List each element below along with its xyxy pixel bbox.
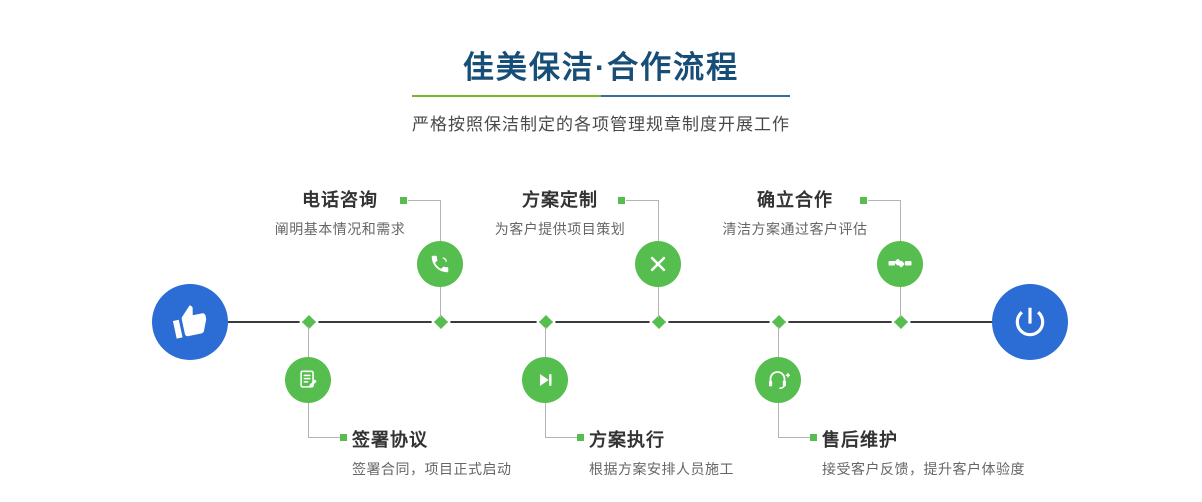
connector-line (658, 200, 659, 241)
step-plan-execute: 方案执行 根据方案安排人员施工 (589, 426, 839, 479)
connector-line (440, 287, 441, 318)
connector-dot (618, 197, 625, 204)
step-desc: 为客户提供项目策划 (494, 221, 626, 237)
step-desc: 根据方案安排人员施工 (589, 461, 734, 477)
connector-line (626, 200, 658, 201)
step-aftersales: 售后维护 接受客户反馈，提升客户体验度 (822, 426, 1072, 479)
pointing-hand-icon (172, 305, 207, 339)
connector-line (778, 327, 779, 357)
power-icon (1015, 307, 1045, 337)
step-node-plan (635, 241, 681, 287)
timeline-diamond (769, 312, 789, 332)
connector-line (900, 287, 901, 318)
timeline-diamond (536, 312, 556, 332)
connector-line (545, 327, 546, 357)
step-label: 电话咨询 (302, 190, 378, 210)
step-desc: 阐明基本情况和需求 (274, 221, 406, 237)
step-node-phone (417, 241, 463, 287)
document-sign-icon (300, 370, 317, 388)
connector-line (658, 287, 659, 318)
step-label: 确立合作 (757, 190, 833, 210)
timeline-diamond (431, 312, 451, 332)
timeline-end-circle (992, 284, 1068, 360)
connector-line (408, 200, 440, 201)
connector-dot (400, 197, 407, 204)
connector-dot (340, 434, 347, 441)
connector-line (778, 437, 810, 438)
connector-line (868, 200, 900, 201)
title-divider (412, 95, 790, 97)
step-desc: 签署合同，项目正式启动 (352, 461, 512, 477)
connector-line (308, 403, 309, 437)
timeline-diamond (299, 312, 319, 332)
step-label: 方案定制 (522, 190, 598, 210)
divider-green-segment (412, 95, 601, 97)
page-subtitle: 严格按照保洁制定的各项管理规章制度开展工作 (412, 115, 790, 134)
step-desc: 清洁方案通过客户评估 (722, 221, 868, 237)
step-node-cooperate (877, 241, 923, 287)
connector-line (440, 200, 441, 241)
step-label: 售后维护 (822, 430, 898, 450)
connector-dot (860, 197, 867, 204)
timeline-diamond (891, 312, 911, 332)
step-node-execute (522, 357, 568, 403)
connector-line (308, 327, 309, 357)
connector-line (545, 403, 546, 437)
timeline-diamond (649, 312, 669, 332)
timeline-start-circle (152, 284, 228, 360)
timeline-line (190, 321, 1030, 323)
step-label: 签署协议 (352, 430, 428, 450)
connector-line (545, 437, 577, 438)
handshake-icon (888, 259, 912, 268)
step-node-aftersales (755, 357, 801, 403)
connector-dot (810, 434, 817, 441)
step-phone-consult: 电话咨询 阐明基本情况和需求 (255, 186, 425, 239)
page-title: 佳美保洁·合作流程 (462, 50, 740, 85)
pen-ruler-icon (650, 256, 666, 272)
connector-dot (577, 434, 584, 441)
play-next-icon (539, 374, 552, 386)
connector-line (900, 200, 901, 241)
step-establish-coop: 确立合作 清洁方案通过客户评估 (710, 186, 880, 239)
step-plan-custom: 方案定制 为客户提供项目策划 (475, 186, 645, 239)
step-node-sign (285, 357, 331, 403)
connector-line (778, 403, 779, 437)
step-label: 方案执行 (589, 430, 665, 450)
connector-line (308, 437, 340, 438)
step-desc: 接受客户反馈，提升客户体验度 (822, 461, 1025, 477)
step-sign-agreement: 签署协议 签署合同，项目正式启动 (352, 426, 602, 479)
divider-blue-segment (601, 95, 790, 97)
phone-icon (431, 255, 449, 273)
headset-icon (769, 371, 790, 390)
